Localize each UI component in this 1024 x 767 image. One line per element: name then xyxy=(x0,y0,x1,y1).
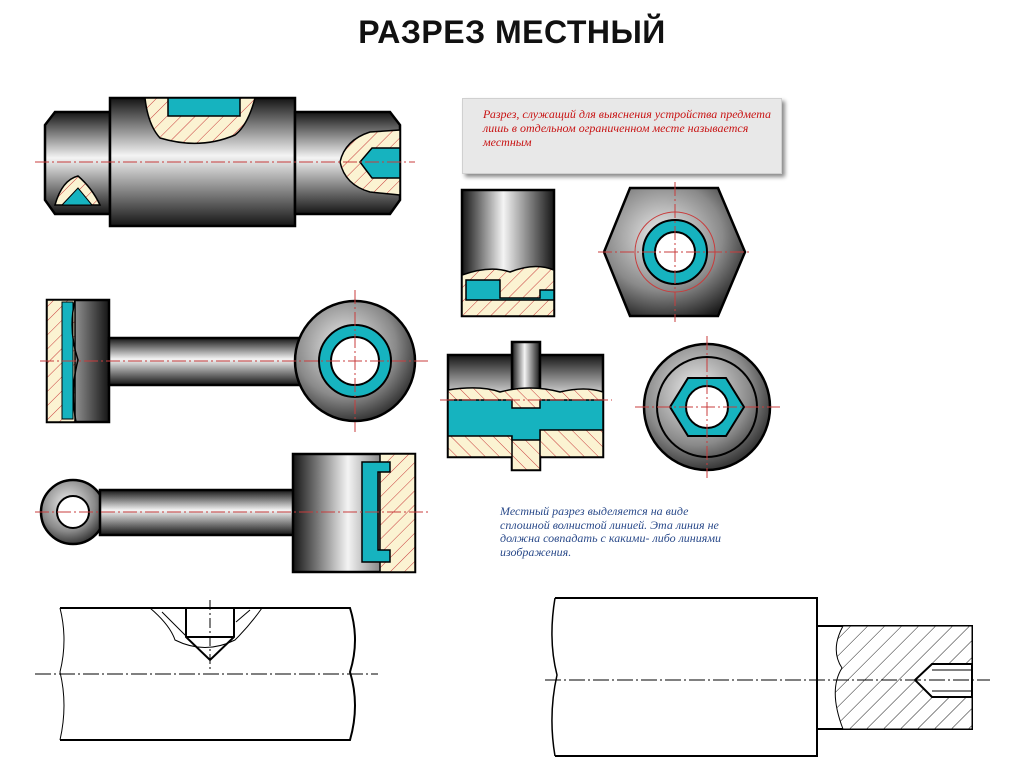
hex-nut-figure xyxy=(598,182,752,322)
note-text: Местный разрез выделяется на виде сплошн… xyxy=(500,504,721,559)
slide-title: РАЗРЕЗ МЕСТНЫЙ xyxy=(358,14,666,50)
rod-eye-flange-figure xyxy=(35,452,430,574)
definition-box: Разрез, служащий для выяснения устройств… xyxy=(462,98,782,174)
cylinder-drilled-hole-drawing xyxy=(35,600,378,741)
definition-text: Разрез, служащий для выяснения устройств… xyxy=(483,107,771,149)
shaft-with-keyway-figure xyxy=(35,96,415,228)
sleeve-figure xyxy=(460,188,556,318)
hex-socket-bushing-figure xyxy=(635,336,780,478)
t-rod-eye-figure xyxy=(40,290,430,432)
stepped-bushing-figure xyxy=(440,340,612,472)
stepped-shaft-threaded-hole-drawing xyxy=(545,597,990,757)
